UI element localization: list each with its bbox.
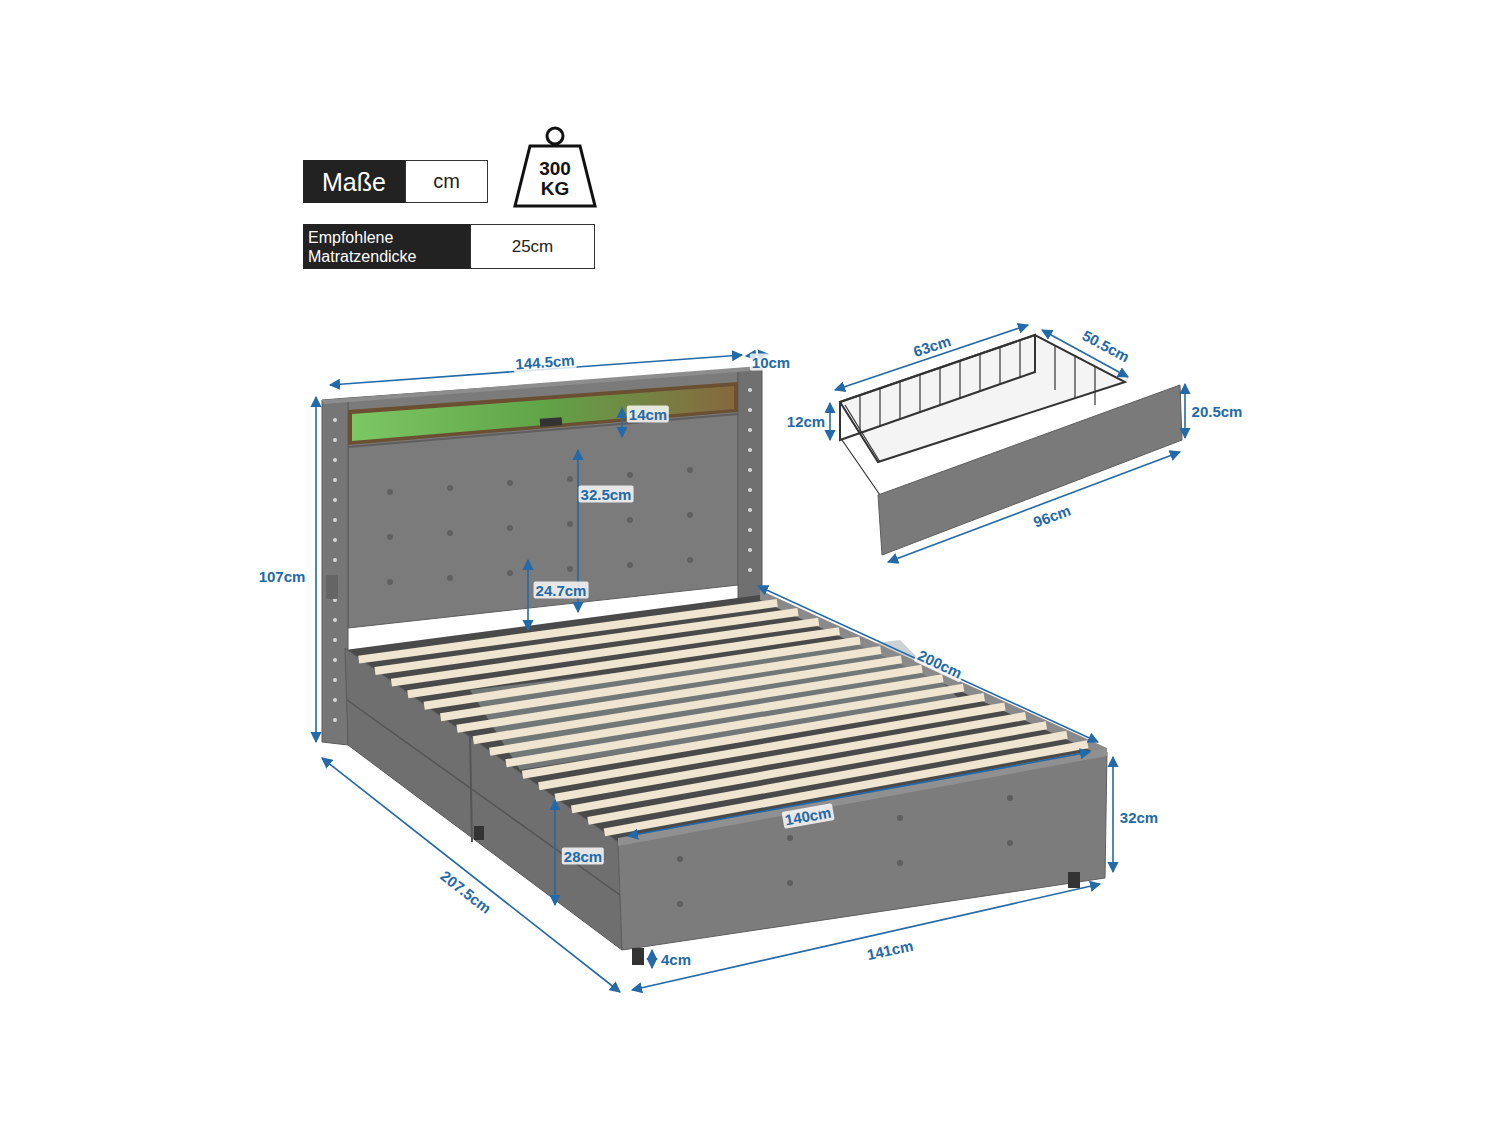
weight-handle [547, 128, 563, 144]
weight-body [515, 146, 595, 206]
unit-box: cm [405, 160, 488, 203]
label-box: Empfohlene Matratzendicke [303, 224, 473, 269]
box-text: 300 KG [533, 159, 577, 199]
dimension-label: 144.5cm [513, 351, 577, 372]
dimension-label: 12cm [785, 413, 827, 430]
dimension-label: 207.5cm [436, 866, 496, 918]
dimension-label: 14cm [627, 406, 669, 423]
box-text: Empfohlene Matratzendicke [308, 228, 468, 266]
dimension-label: 32cm [1118, 809, 1160, 826]
dimension-label: 20.5cm [1190, 403, 1245, 420]
dimension-label: 96cm [1029, 501, 1075, 531]
dimension-label: 24.7cm [534, 582, 589, 599]
dimension-label: 32.5cm [579, 486, 634, 503]
dimension-label: 50.5cm [1078, 326, 1134, 367]
value-box: 25cm [470, 224, 595, 269]
dimension-label: 28cm [562, 848, 604, 865]
weight-icon: 300 KG [512, 124, 598, 208]
dimension-label: 107cm [257, 568, 308, 585]
dimension-label: 10cm [750, 354, 792, 371]
dimension-label: 4cm [659, 951, 693, 968]
dimension-label: 63cm [909, 331, 955, 360]
box-text: 25cm [512, 238, 554, 256]
box-text: Maße [322, 169, 386, 195]
box-text: cm [433, 171, 460, 192]
label-box: Maße [303, 160, 405, 203]
dimension-label: 141cm [863, 936, 916, 963]
